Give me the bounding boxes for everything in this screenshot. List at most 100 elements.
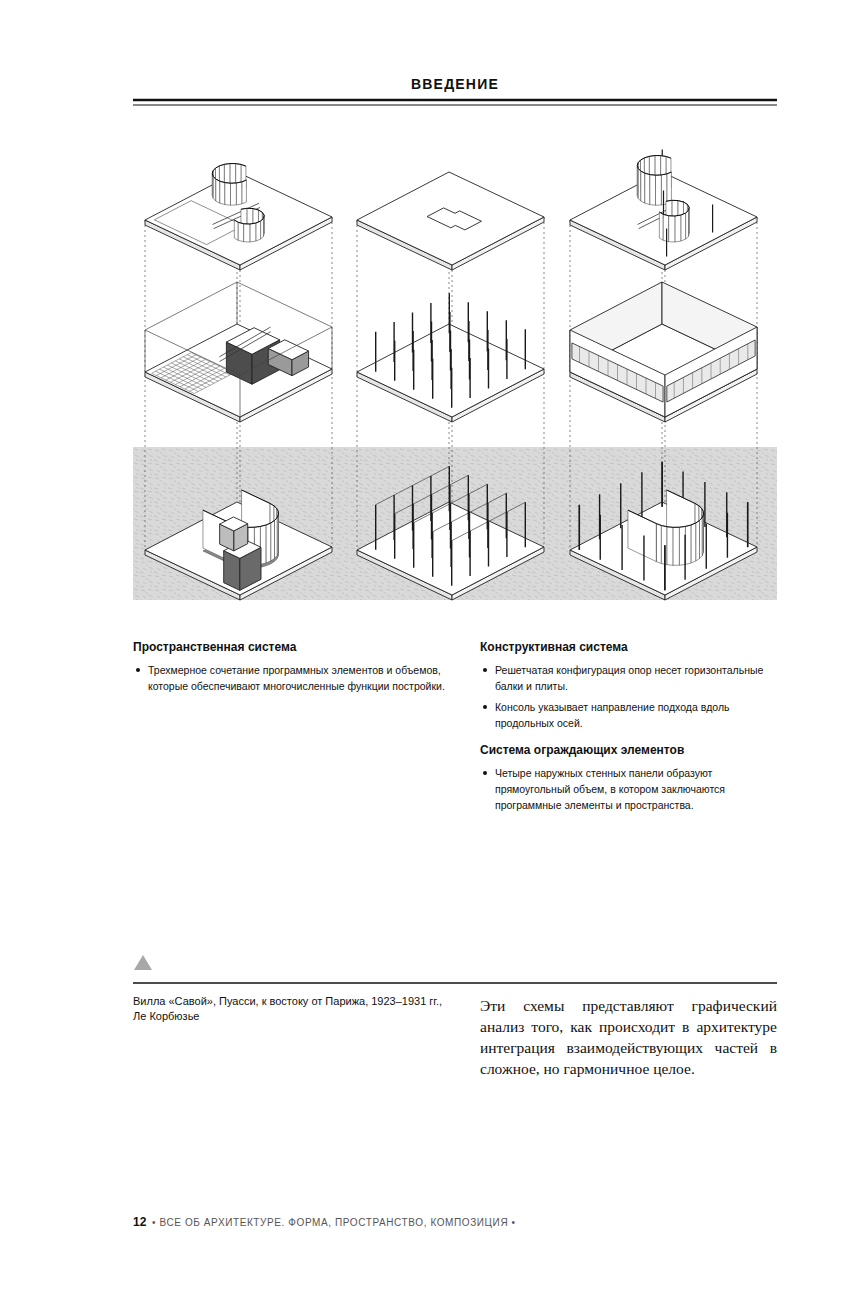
curved-wall [256, 221, 261, 241]
section-heading: Пространственная система [133, 640, 463, 655]
floor-plate [145, 324, 332, 417]
text-item: Эти схемы представляют графический анали… [480, 995, 777, 1079]
column [579, 505, 580, 550]
section-heading: Система ограждающих элементов [480, 743, 777, 758]
column [641, 472, 642, 517]
column [488, 522, 489, 567]
text-item: Четыре наружных стенных панели образуют … [480, 765, 777, 813]
roof-opening [427, 208, 481, 230]
bullet-dot [136, 668, 140, 672]
floor-grid [187, 355, 230, 375]
text-item: Консоль указывает направление подхода вд… [480, 699, 777, 731]
curved-wall [673, 527, 679, 565]
window-mullion [598, 356, 599, 372]
caption-rule [133, 982, 777, 984]
running-footer: • ВСЕ ОБ АРХИТЕКТУРЕ. ФОРМА, ПРОСТРАНСТВ… [152, 1216, 712, 1230]
section-heading: Конструктивная система [480, 640, 777, 655]
projection-line [452, 265, 453, 595]
curved-wall [650, 175, 656, 206]
projection-line [544, 217, 545, 547]
curved-wall [213, 177, 216, 202]
floor-grid [163, 367, 206, 387]
curved-wall-top [637, 156, 671, 176]
caption-box: Вилла «Савой», Пуасси, к востоку от Пари… [133, 994, 453, 1024]
curved-wall [667, 172, 672, 204]
column [469, 358, 470, 398]
floor-grid [167, 365, 210, 385]
curved-wall [220, 181, 225, 204]
floor-grid [171, 363, 214, 383]
text-column: • ВСЕ ОБ АРХИТЕКТУРЕ. ФОРМА, ПРОСТРАНСТВ… [152, 1216, 712, 1230]
column [394, 341, 395, 381]
text-column: Конструктивная системаРешетчатая конфигу… [480, 640, 777, 818]
window-mullion [729, 353, 730, 369]
column [600, 515, 601, 560]
window-mullion [579, 347, 580, 363]
curved-wall [230, 164, 236, 186]
curved-wall [667, 527, 673, 566]
text-column: Эти схемы представляют графический анали… [480, 995, 777, 1079]
column [747, 502, 748, 547]
wall-frame [240, 375, 241, 417]
text-column: 12 [133, 1215, 151, 1229]
column [747, 502, 748, 547]
column [525, 329, 526, 369]
window-mullion [683, 377, 684, 393]
curved-wall [234, 220, 238, 240]
column [664, 545, 665, 590]
window-mullion [627, 369, 628, 385]
window-mullion [738, 349, 739, 365]
curved-wall [238, 222, 243, 241]
curved-wall [271, 521, 275, 561]
bullet-text: Четыре наружных стенных панели образуют … [495, 765, 777, 813]
column [506, 339, 507, 379]
curved-wall [638, 169, 641, 202]
wall-frame [332, 327, 333, 369]
wall-frame [145, 330, 146, 372]
column [643, 535, 644, 580]
ramp-line [219, 327, 270, 357]
curved-wall [656, 524, 661, 564]
curved-wall [656, 175, 662, 205]
floor-grid [160, 369, 203, 389]
window-mullion [646, 378, 647, 394]
curved-wall [231, 183, 237, 205]
bullet-dot [483, 705, 487, 709]
curved-wall [686, 210, 689, 239]
body-text: Эти схемы представляют графический анали… [480, 995, 777, 1079]
curved-wall-top [628, 490, 703, 527]
column [375, 332, 376, 372]
column [451, 368, 452, 408]
ground-band [133, 447, 777, 600]
curved-wall [659, 212, 663, 240]
curved-wall [216, 179, 220, 203]
curved-wall [645, 173, 650, 204]
column [620, 483, 621, 528]
bullet-dot [483, 771, 487, 775]
column [621, 525, 622, 570]
floor-grid [179, 359, 222, 379]
text-item: Трехмерное сочетание программных элемент… [133, 662, 463, 694]
column [684, 535, 685, 580]
column [488, 349, 489, 389]
volume-top [220, 517, 248, 531]
front-wall [570, 330, 665, 417]
curved-wall [225, 183, 231, 206]
header-rule [133, 105, 777, 106]
wall-frame [145, 282, 332, 330]
column [664, 545, 665, 590]
text-item: 12 [133, 1215, 151, 1229]
ramp-line [220, 332, 271, 362]
projection-line [357, 220, 358, 550]
text-item: Решетчатая конфигурация опор несет гориз… [480, 662, 777, 694]
curved-wall [628, 510, 657, 562]
floor-plate [145, 172, 332, 265]
curved-wall [236, 182, 241, 205]
column [727, 513, 728, 558]
window-mullion [720, 358, 721, 374]
window-mullion [617, 365, 618, 381]
terrace-outline [154, 201, 243, 245]
window-mullion [711, 363, 712, 379]
floor-grid [156, 371, 199, 391]
